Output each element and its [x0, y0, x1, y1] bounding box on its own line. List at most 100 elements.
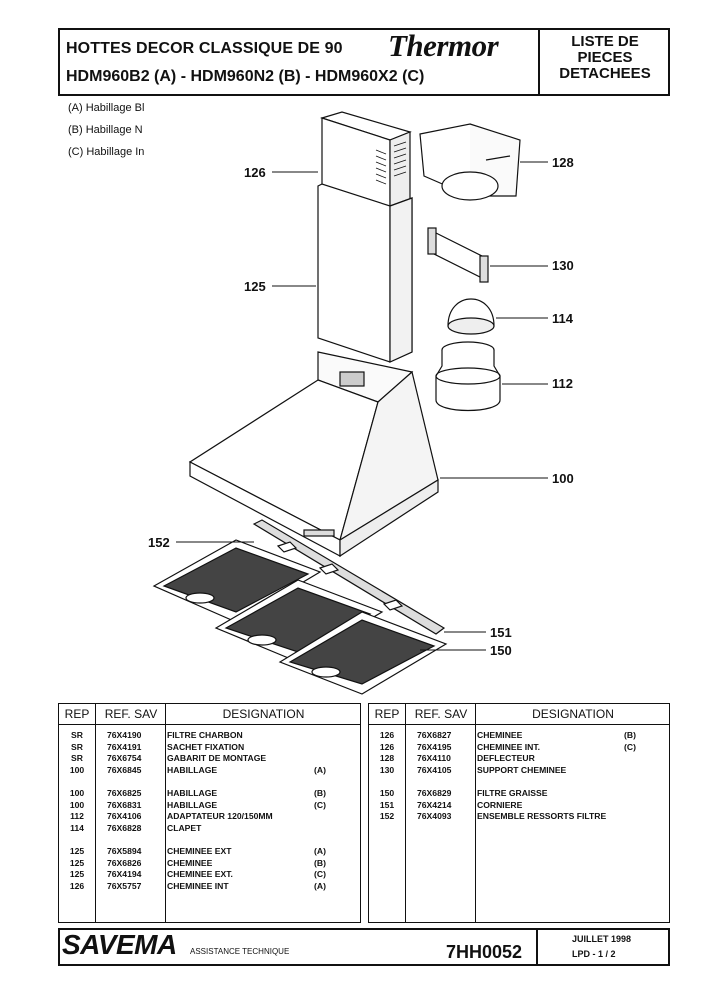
label-112: 112	[552, 376, 573, 391]
col-separator	[475, 704, 476, 922]
part-rep: 100	[69, 764, 85, 775]
part-ref: 76X4195	[417, 741, 452, 752]
document-type-line: PIECES	[577, 49, 633, 66]
part-variant: (B)	[624, 730, 636, 740]
part-designation: CHEMINEE	[477, 730, 523, 740]
table-header: REP REF. SAV DESIGNATION	[369, 704, 669, 725]
part-rep: 125	[69, 869, 85, 880]
footer-box	[58, 928, 670, 966]
rail-part	[252, 519, 446, 635]
part-variant: (C)	[314, 799, 326, 810]
part-ref: 76X4110	[417, 753, 451, 764]
part-ref: 76X6826	[107, 857, 142, 868]
part-designation: CHEMINEE EXT	[167, 845, 232, 856]
part-rep: 126	[69, 880, 85, 891]
col-rep: REP	[374, 707, 400, 721]
table-row	[59, 776, 360, 788]
part-ref: 76X4105	[417, 764, 452, 775]
label-128: 128	[552, 155, 574, 170]
clapet-part	[447, 298, 495, 335]
part-designation: HABILLAGE	[167, 787, 218, 798]
table-row: SR 76X4190 FILTRE CHARBON	[59, 730, 360, 742]
part-rep: SR	[71, 730, 83, 740]
part-ref: 76X6845	[107, 764, 142, 775]
table-body: SR 76X4190 FILTRE CHARBON SR 76X4191 SACHET F…	[59, 730, 360, 892]
part-designation: CHEMINEE EXT.	[167, 869, 233, 880]
chimney-outer-part	[317, 183, 413, 363]
label-130: 130	[552, 258, 574, 273]
part-rep: 130	[379, 764, 395, 775]
part-ref: 76X4093	[417, 811, 452, 822]
adapter-part	[435, 341, 501, 412]
part-ref: 76X4194	[107, 869, 142, 880]
label-151: 151	[490, 625, 512, 640]
part-designation: FILTRE GRAISSE	[477, 787, 548, 798]
company-subtitle: ASSISTANCE TECHNIQUE	[190, 947, 290, 956]
deflector-part	[419, 123, 521, 201]
part-rep: 126	[379, 741, 395, 752]
part-rep: 125	[69, 845, 85, 856]
part-ref: 76X4191	[107, 741, 142, 752]
part-ref: 76X5757	[107, 880, 142, 891]
table-row: 126 76X6827 CHEMINEE (B)	[369, 730, 669, 742]
col-designation: DESIGNATION	[222, 707, 305, 721]
part-designation: CLAPET	[167, 822, 202, 833]
variant-c: (C) Habillage In	[68, 146, 145, 158]
part-designation: ENSEMBLE RESSORTS FILTRE	[477, 811, 607, 822]
label-150: 150	[490, 643, 512, 658]
part-rep: 150	[379, 787, 395, 798]
part-variant: (B)	[314, 857, 326, 868]
part-rep: 126	[379, 730, 395, 740]
part-ref: 76X4214	[417, 799, 452, 810]
part-designation: ADAPTATEUR 120/150MM	[167, 811, 273, 822]
company-logo: SAVEMA	[62, 929, 177, 960]
part-ref: 76X6827	[417, 730, 452, 740]
hood-body-part	[188, 351, 439, 558]
part-designation: FILTRE CHARBON	[167, 730, 243, 740]
part-rep: 151	[379, 799, 395, 810]
leader-lines	[176, 161, 548, 651]
part-rep: 128	[379, 753, 395, 764]
part-designation: DEFLECTEUR	[477, 753, 535, 764]
part-variant: (C)	[314, 869, 326, 880]
part-rep: 152	[379, 811, 395, 822]
part-designation: SUPPORT CHEMINEE	[477, 764, 567, 775]
part-designation: SACHET FIXATION	[167, 741, 245, 752]
part-variant: (C)	[624, 741, 636, 752]
part-ref: 76X6828	[107, 822, 142, 833]
document-type: LISTE DE PIECES DETACHEES	[540, 34, 670, 82]
part-rep: 114	[70, 822, 84, 833]
part-ref: 76X4190	[107, 730, 142, 740]
exploded-diagram	[152, 111, 548, 695]
part-rep: 100	[69, 787, 85, 798]
part-variant: (A)	[314, 845, 326, 856]
part-rep: SR	[71, 741, 83, 752]
table-row: 128 76X4110 DEFLECTEUR	[369, 753, 669, 765]
part-variant: (A)	[314, 880, 326, 891]
document-type-line: LISTE DE	[571, 33, 639, 50]
table-row: 114 76X6828 CLAPET	[59, 823, 360, 835]
part-ref: 76X6754	[107, 753, 142, 764]
table-row: 151 76X4214 CORNIERE	[369, 800, 669, 812]
label-114: 114	[552, 311, 573, 326]
part-ref: 76X4106	[107, 811, 142, 822]
label-152: 152	[148, 535, 170, 550]
part-rep: 125	[69, 857, 85, 868]
table-row: 152 76X4093 ENSEMBLE RESSORTS FILTRE	[369, 811, 669, 823]
part-ref: 76X6825	[107, 787, 142, 798]
parts-table-right: REP REF. SAV DESIGNATION 126 76X6827 CHEMI…	[368, 703, 670, 923]
col-separator	[165, 704, 166, 922]
grease-filters-part	[152, 539, 448, 695]
model-list: HDM960B2 (A) - HDM960N2 (B) - HDM960X2 (…	[66, 68, 425, 85]
col-ref: REF. SAV	[414, 707, 468, 721]
part-designation: CORNIERE	[477, 799, 523, 810]
table-header: REP REF. SAV DESIGNATION	[59, 704, 360, 725]
